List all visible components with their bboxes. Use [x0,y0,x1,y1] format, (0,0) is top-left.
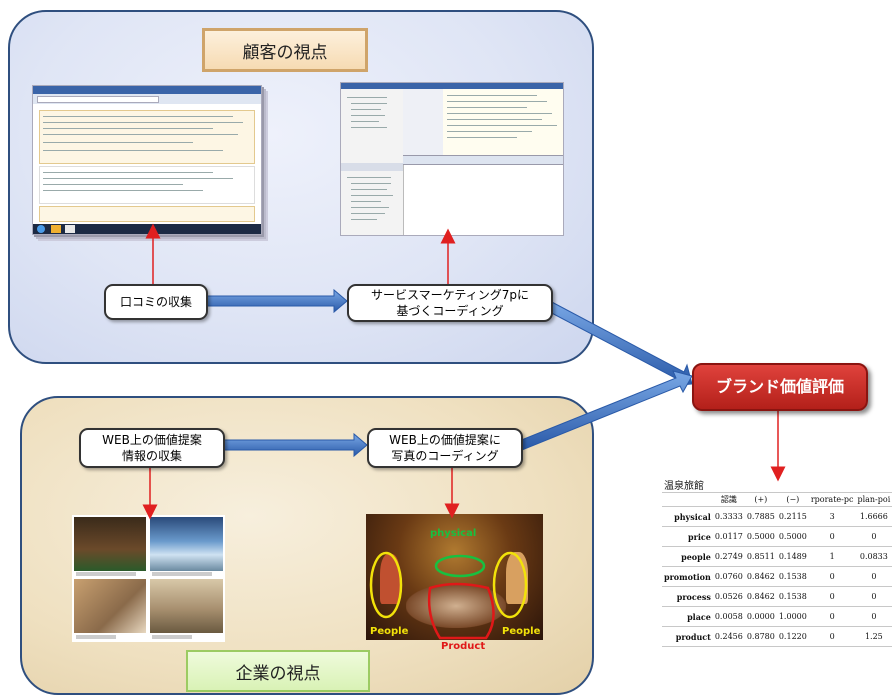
table-cell: 0.8780 [744,626,777,647]
table-cell: 0.3333 [712,506,745,527]
table-cell: 0.5000 [776,526,809,547]
table-cell: 0.1489 [776,546,809,567]
table-cell: 0.0117 [712,526,745,547]
arrow-coding-to-brand [543,299,693,387]
table-cell: 0.2115 [776,506,809,527]
web-coding-line2: 写真のコーディング [391,449,499,463]
row-label: physical [662,506,713,527]
people-right-ellipse [492,551,528,619]
company-perspective-title: 企業の視点 [186,650,370,692]
table-cell: 0.2749 [712,546,745,567]
table-cell: 0.1538 [776,566,809,587]
table-cell: 1 [808,546,856,567]
table-cell: 0 [808,566,856,587]
table-cell: 0 [808,626,856,647]
customer-perspective-title: 顧客の視点 [202,28,368,72]
product-label: Product [441,641,486,652]
table-cell: 0.7885 [744,506,777,527]
table-cell: 0.8511 [744,546,777,567]
table-cell: 0 [855,526,892,547]
table-cell: 0.0058 [712,606,745,627]
table-cell: 0.1538 [776,586,809,607]
table-header-cell: (+) [744,492,777,507]
7p-coding-node: サービスマーケティング7pに 基づくコーディング [347,284,553,322]
row-label: people [662,546,713,567]
review-browser-screenshot [32,85,262,235]
7p-coding-line2: 基づくコーディング [396,304,504,318]
row-label: product [662,626,713,647]
review-collection-node: 口コミの収集 [104,284,208,320]
people-right-label: People [502,626,541,637]
row-label: price [662,526,713,547]
web-value-collection-node: WEB上の価値提案 情報の収集 [79,428,225,468]
arrow-web-coding-to-brand [518,370,693,451]
table-caption: 温泉旅館 [662,477,892,493]
table-cell: 0 [855,566,892,587]
web-photo-coding-node: WEB上の価値提案に 写真のコーディング [367,428,523,468]
table-cell: 3 [808,506,856,527]
table-cell: 1.25 [855,626,892,647]
web-collect-line2: 情報の収集 [121,449,182,463]
table-cell: 0.2456 [712,626,745,647]
table-cell: 0.0526 [712,586,745,607]
physical-label: physical [430,528,477,539]
table-cell: 0.5000 [744,526,777,547]
row-label: promotion [662,566,713,587]
row-label: process [662,586,713,607]
arrow-web-collect-to-web-coding [220,432,368,458]
table-cell: 0 [808,526,856,547]
table-cell: 0.8462 [744,566,777,587]
table-cell: 0 [808,586,856,607]
table-cell: 0.0760 [712,566,745,587]
brand-value-evaluation-node: ブランド価値評価 [692,363,868,411]
table-cell: 0.0833 [855,546,892,567]
table-cell: 0 [808,606,856,627]
table-cell: 0 [855,606,892,627]
table-header-cell: rporate-pc [808,492,856,507]
table-header-cell: plan-poi [855,492,892,507]
table-cell: 0.1220 [776,626,809,647]
coding-software-screenshot [340,82,564,236]
row-label: place [662,606,713,627]
table-cell: 0.8462 [744,586,777,607]
product-outline [427,582,495,640]
people-left-label: People [370,626,409,637]
table-cell: 1.6666 [855,506,892,527]
table-header-cell: (−) [776,492,809,507]
people-left-ellipse [369,551,403,619]
7p-coding-line1: サービスマーケティング7pに [371,288,529,302]
table-header-cell: 認識 [712,492,745,507]
web-coding-line1: WEB上の価値提案に [389,433,501,447]
web-collect-line1: WEB上の価値提案 [102,433,202,447]
table-cell: 0.0000 [744,606,777,627]
table-cell: 0 [855,586,892,607]
table-header-cell [662,492,713,507]
physical-ellipse [434,554,486,578]
hotel-photo-grid [72,515,225,642]
table-cell: 1.0000 [776,606,809,627]
arrow-collect-to-coding [203,288,348,314]
